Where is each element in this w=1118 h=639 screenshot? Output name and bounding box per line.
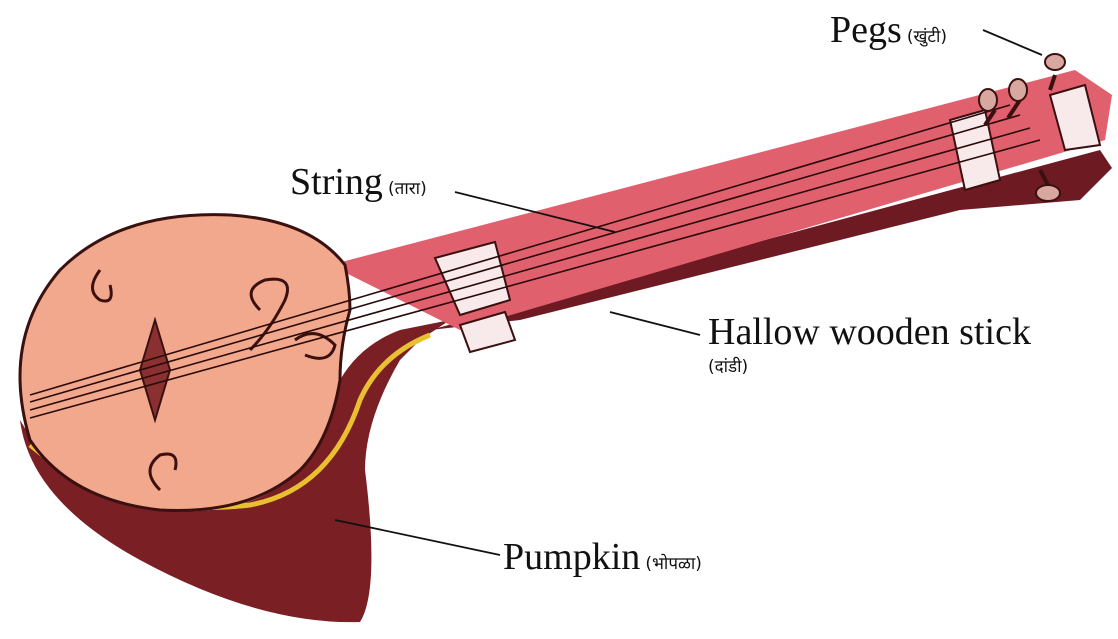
pegs-local: (खुंटी) xyxy=(907,27,947,47)
stick-label: Hallow wooden stick (दांडी) xyxy=(708,310,1031,377)
string-label: String (तारा) xyxy=(290,160,427,204)
pumpkin-name: Pumpkin xyxy=(503,536,640,578)
pegs-leader xyxy=(983,30,1042,55)
pumpkin-local: (भोपळा) xyxy=(645,554,702,574)
pegs-label: Pegs (खुंटी) xyxy=(830,8,947,52)
stick-name: Hallow wooden stick xyxy=(708,310,1031,354)
gourd-face xyxy=(20,215,350,511)
pegs-name: Pegs xyxy=(830,9,902,51)
stick-local: (दांडी) xyxy=(708,354,1031,377)
stick-leader xyxy=(610,312,700,335)
string-name: String xyxy=(290,161,383,203)
pumpkin-label: Pumpkin (भोपळा) xyxy=(503,535,702,579)
string-local: (तारा) xyxy=(388,179,427,199)
